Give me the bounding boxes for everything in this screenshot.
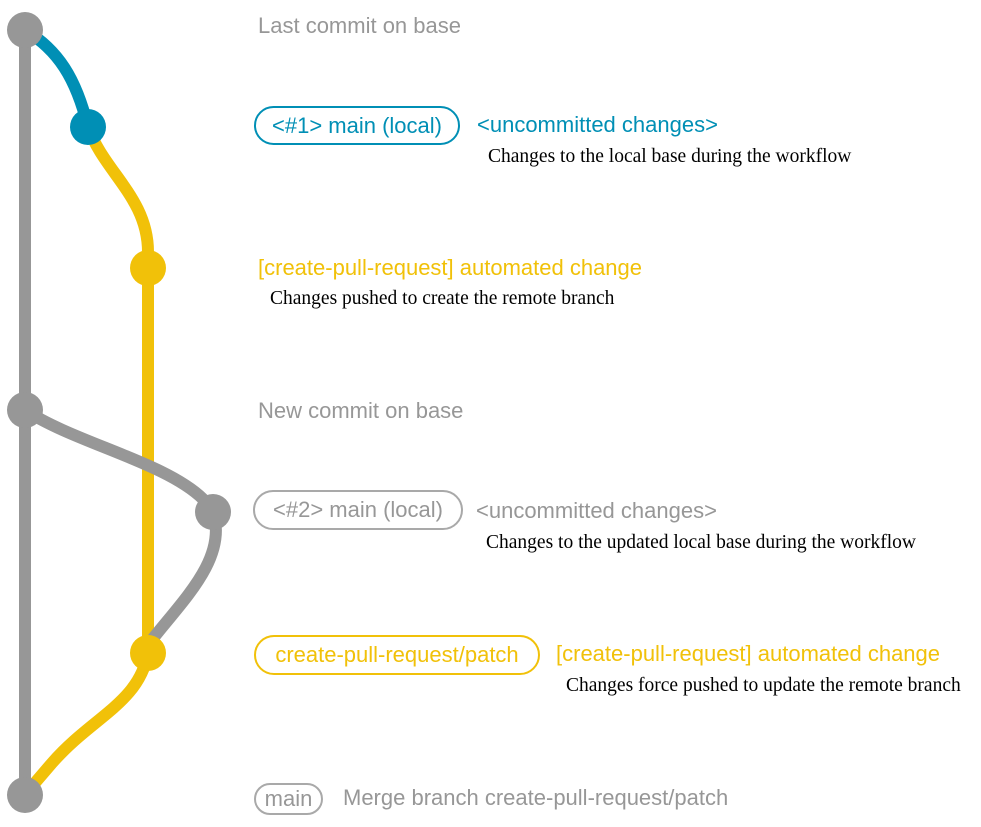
- commit-message-merge: Merge branch create-pull-request/patch: [343, 784, 729, 810]
- patch-merge-curve: [22, 647, 154, 797]
- branch-badge-patch-label: create-pull-request/patch: [275, 642, 519, 667]
- commit-dot-base-1: [7, 12, 43, 48]
- commit-dot-patch-2: [130, 635, 166, 671]
- local-branch-curve-2: [19, 404, 209, 505]
- commit-dot-base-2: [7, 392, 43, 428]
- branch-badge-main: main: [254, 783, 323, 815]
- branch-badge-main-local-2: <#2> main (local): [253, 490, 463, 530]
- commit-dot-merge: [7, 777, 43, 813]
- commit-message-patch-1: [create-pull-request] automated change: [258, 254, 643, 280]
- branch-badge-main-local-1: <#1> main (local): [254, 106, 460, 145]
- branch-badge-main-local-2-label: <#2> main (local): [273, 497, 443, 522]
- commit-dot-local-1: [70, 109, 106, 145]
- commit-message-base-1: Last commit on base: [258, 12, 461, 38]
- commit-dot-patch-1: [130, 250, 166, 286]
- branch-badge-patch: create-pull-request/patch: [254, 635, 540, 675]
- caption-patch-2: Changes force pushed to update the remot…: [566, 675, 961, 696]
- commit-message-base-2: New commit on base: [258, 397, 464, 423]
- caption-local-1: Changes to the local base during the wor…: [488, 146, 852, 167]
- uncommitted-changes-label-2: <uncommitted changes>: [476, 497, 717, 523]
- commit-dot-local-2: [195, 494, 231, 530]
- caption-patch-1: Changes pushed to create the remote bran…: [270, 288, 615, 309]
- uncommitted-changes-label-1: <uncommitted changes>: [477, 111, 718, 137]
- branch-badge-main-local-1-label: <#1> main (local): [272, 112, 442, 138]
- commit-message-patch-2: [create-pull-request] automated change: [556, 640, 941, 666]
- branch-badge-main-label: main: [264, 786, 313, 811]
- patch-branch-line: [82, 121, 154, 659]
- caption-local-2: Changes to the updated local base during…: [486, 532, 916, 553]
- rebase-curve: [145, 506, 222, 647]
